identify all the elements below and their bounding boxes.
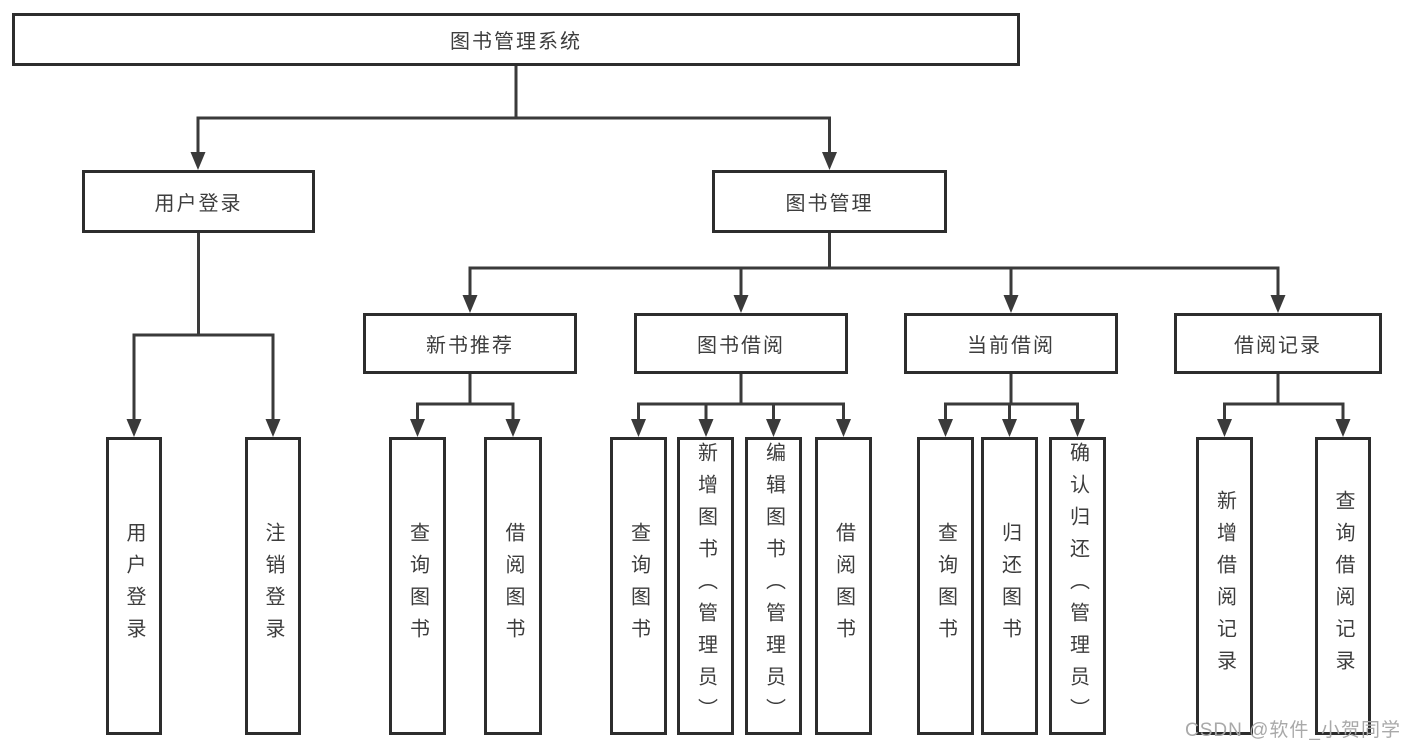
leaf-label: 归还图书 (998, 522, 1021, 650)
node-borrowing-records: 借阅记录 (1174, 313, 1382, 374)
arrowhead (1002, 419, 1017, 437)
arrowhead (1217, 419, 1232, 437)
leaf-label: 查询借阅记录 (1332, 490, 1354, 682)
leaf-label: 注销登录 (262, 522, 284, 650)
arrowhead (1270, 295, 1286, 313)
arrowhead (265, 419, 281, 437)
leaf-borrow-books-recommend: 借阅图书 (484, 437, 542, 735)
connector-new-book-recommend-fork (416, 372, 515, 422)
arrowhead (1070, 419, 1085, 437)
connector-user-login-fork (132, 231, 275, 422)
node-current-borrowing: 当前借阅 (904, 313, 1118, 374)
leaf-confirm-return-admin: 确认归还（管理员） (1049, 437, 1106, 735)
leaf-return-books: 归还图书 (981, 437, 1038, 735)
leaf-add-borrow-record: 新增借阅记录 (1196, 437, 1253, 735)
node-user-login: 用户登录 (82, 170, 315, 233)
leaf-borrow-books: 借阅图书 (815, 437, 872, 735)
arrowhead (190, 152, 206, 170)
connector-current-borrowing-fork (944, 372, 1079, 422)
leaf-label: 用户登录 (123, 522, 145, 650)
leaf-label: 查询图书 (406, 522, 429, 650)
connector-book-management-fork (468, 231, 1280, 298)
leaf-label: 借阅图书 (502, 522, 524, 650)
arrowhead (836, 419, 851, 437)
connector-borrowing-records-fork (1223, 372, 1345, 422)
connector-book-borrowing-fork (637, 372, 845, 422)
node-root-library-management-system: 图书管理系统 (12, 13, 1020, 66)
connector-root-to-level2 (196, 64, 831, 153)
leaf-label: 查询图书 (934, 522, 957, 650)
leaf-label: 新增图书（管理员） (694, 442, 717, 730)
arrowhead (733, 295, 749, 313)
arrowhead (462, 295, 478, 313)
arrowhead (698, 419, 714, 437)
arrowhead (631, 419, 646, 437)
leaf-query-books-borrow: 查询图书 (610, 437, 667, 735)
arrowhead (822, 152, 837, 170)
leaf-label: 查询图书 (627, 522, 650, 650)
arrowhead (505, 419, 521, 437)
arrowheads (126, 152, 1351, 437)
arrowhead (1003, 295, 1019, 313)
watermark-text: CSDN @软件_小贺同学 (1185, 720, 1401, 741)
leaf-label: 确认归还（管理员） (1066, 442, 1089, 730)
leaf-label: 编辑图书（管理员） (762, 442, 785, 730)
arrowhead (1335, 419, 1351, 437)
leaf-logout: 注销登录 (245, 437, 301, 735)
leaf-query-borrow-record: 查询借阅记录 (1315, 437, 1371, 735)
leaf-label: 新增借阅记录 (1213, 490, 1236, 682)
node-book-management: 图书管理 (712, 170, 947, 233)
node-book-borrowing: 图书借阅 (634, 313, 848, 374)
leaf-add-book-admin: 新增图书（管理员） (677, 437, 734, 735)
node-new-book-recommend: 新书推荐 (363, 313, 577, 374)
arrowhead (126, 419, 142, 437)
leaf-user-login: 用户登录 (106, 437, 162, 735)
leaf-label: 借阅图书 (832, 522, 855, 650)
arrowhead (938, 419, 953, 437)
leaf-query-books-current: 查询图书 (917, 437, 974, 735)
arrowhead (410, 419, 425, 437)
arrowhead (766, 419, 781, 437)
leaf-edit-book-admin: 编辑图书（管理员） (745, 437, 802, 735)
leaf-query-books-recommend: 查询图书 (389, 437, 446, 735)
